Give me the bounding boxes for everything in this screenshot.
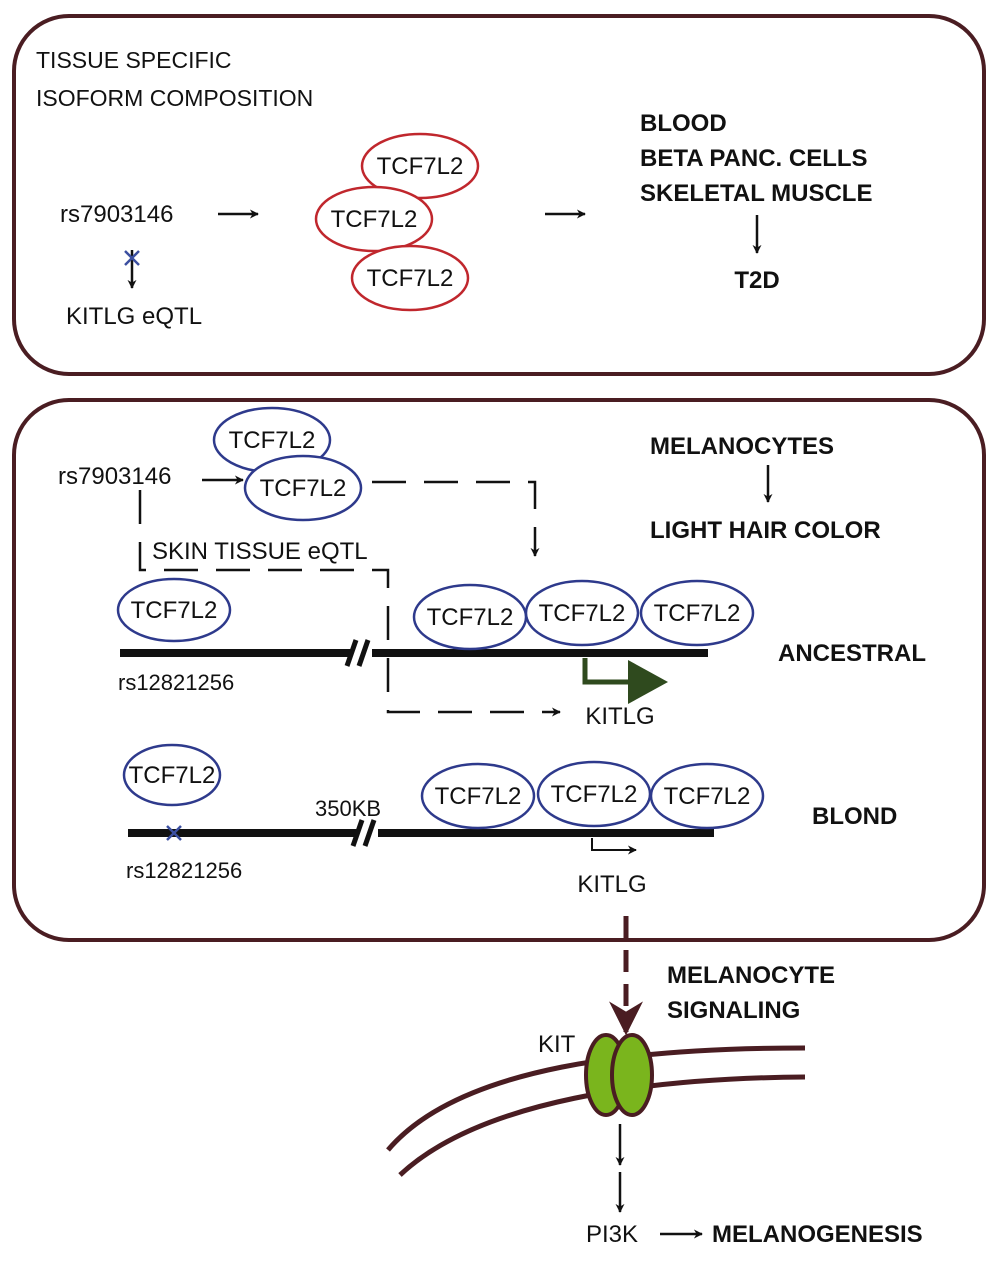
dashed-path-to-promoter — [372, 480, 540, 557]
blond-transcription-arrow-icon — [591, 838, 637, 855]
ancestral-tf-label-2: TCF7L2 — [539, 600, 626, 627]
isoform-label-top: TCF7L2 — [377, 153, 464, 180]
membrane-outer — [386, 1045, 806, 1152]
snp-cross-icon — [166, 825, 182, 841]
tf-label-b: TCF7L2 — [260, 475, 347, 502]
disease-t2d: T2D — [734, 267, 779, 294]
ancestral-tf-label-1: TCF7L2 — [427, 604, 514, 631]
isoform-label-mid: TCF7L2 — [331, 206, 418, 233]
panel1-snp-label: rs7903146 — [60, 201, 173, 228]
blond-tf-label-3: TCF7L2 — [664, 783, 751, 810]
signaling-title-line2: SIGNALING — [667, 997, 800, 1024]
kit-receptor-right — [610, 1033, 654, 1117]
ancestral-tf-free-oval — [116, 577, 232, 643]
allele-ancestral-label: ANCESTRAL — [778, 640, 926, 667]
ancestral-arrowhead — [628, 660, 668, 704]
blond-break-icon — [350, 819, 377, 847]
tissue-skeletal-muscle: SKELETAL MUSCLE — [640, 180, 872, 207]
isoform-oval-bot — [350, 244, 470, 312]
ancestral-tf-oval-2 — [524, 579, 640, 647]
panel1-title-line1: TISSUE SPECIFIC — [36, 47, 232, 73]
blond-tf-free-label: TCF7L2 — [129, 762, 216, 789]
tissue-beta-cells: BETA PANC. CELLS — [640, 145, 868, 172]
phenotype-light-hair: LIGHT HAIR COLOR — [650, 517, 881, 544]
ancestral-tf-oval-3 — [639, 579, 755, 647]
panel1-title-line2: ISOFORM COMPOSITION — [36, 85, 313, 111]
ancestral-tf-label-3: TCF7L2 — [654, 600, 741, 627]
membrane-inner — [398, 1074, 806, 1177]
skin-eqtl-label: SKIN TISSUE eQTL — [152, 538, 368, 565]
ancestral-transcription-arrow-icon — [582, 658, 632, 685]
kinase-pi3k-label: PI3K — [586, 1221, 638, 1248]
blond-tf-oval-3 — [649, 762, 765, 830]
ancestral-break-icon — [344, 639, 371, 667]
outcome-melanogenesis: MELANOGENESIS — [712, 1221, 923, 1248]
isoform-oval-mid — [314, 185, 434, 253]
dashed-skin-eqtl-path — [138, 490, 561, 717]
allele-blond-label: BLOND — [812, 803, 897, 830]
blond-tf-label-2: TCF7L2 — [551, 781, 638, 808]
isoform-label-bot: TCF7L2 — [367, 265, 454, 292]
ancestral-tf-free-label: TCF7L2 — [131, 597, 218, 624]
ancestral-snp-label: rs12821256 — [118, 670, 234, 695]
skin-eqtl-label-bg — [150, 530, 386, 564]
panel1-eqtl-label: KITLG eQTL — [66, 303, 202, 330]
tf-oval-b — [243, 454, 363, 522]
blond-snp-label: rs12821256 — [126, 858, 242, 883]
panel2-snp-label: rs7903146 — [58, 463, 171, 490]
receptor-kit-label: KIT — [538, 1031, 576, 1058]
panel-isoform-frame — [12, 14, 986, 376]
ancestral-gene-label: KITLG — [585, 703, 654, 730]
blond-distance-label: 350KB — [315, 796, 381, 821]
tissue-blood: BLOOD — [640, 110, 727, 137]
blond-tf-label-1: TCF7L2 — [435, 783, 522, 810]
blond-tf-free-oval — [122, 743, 222, 807]
panel-melanocyte-frame — [12, 398, 986, 942]
tf-label-a: TCF7L2 — [229, 427, 316, 454]
blond-tf-oval-1 — [420, 762, 536, 830]
cell-melanocytes: MELANOCYTES — [650, 433, 834, 460]
cross-icon — [124, 250, 140, 266]
blond-gene-label: KITLG — [577, 871, 646, 898]
signaling-title-line1: MELANOCYTE — [667, 962, 835, 989]
